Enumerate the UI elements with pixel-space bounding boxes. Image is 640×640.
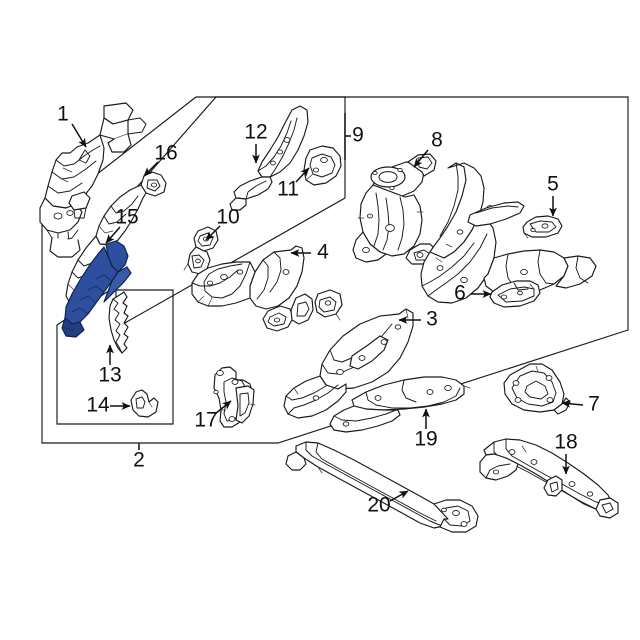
callout-label-1[interactable]: 1 — [57, 103, 69, 126]
callout-label-3[interactable]: 3 — [426, 308, 438, 331]
callout-label-13[interactable]: 13 — [98, 364, 121, 387]
callout-label-9[interactable]: 9 — [352, 124, 364, 147]
leader-11 — [295, 167, 310, 183]
part-12-apron-upper-reinforcement[interactable] — [229, 105, 309, 211]
callout-label-6[interactable]: 6 — [454, 282, 466, 305]
callout-label-5[interactable]: 5 — [547, 173, 559, 196]
part-17-side-mounting-plate[interactable] — [213, 366, 256, 428]
callout-label-19[interactable]: 19 — [414, 428, 437, 451]
part-1-small-clip[interactable] — [68, 191, 91, 219]
callout-label-11[interactable]: 11 — [277, 178, 299, 201]
part-5-small-mounting-bracket[interactable] — [522, 215, 563, 239]
leader-17 — [214, 400, 232, 415]
group-box-2 — [41, 96, 629, 444]
callout-label-7[interactable]: 7 — [588, 393, 600, 416]
part-19-engine-cradle-crossmember[interactable] — [329, 376, 471, 433]
callout-label-16[interactable]: 16 — [154, 142, 177, 165]
part-13-serrated-rail-stiffener[interactable] — [108, 291, 129, 354]
part-14-small-clip-bracket[interactable] — [130, 389, 159, 418]
leader-10 — [205, 225, 221, 241]
part-8-apron-rail-structure[interactable] — [420, 162, 597, 304]
callout-label-4[interactable]: 4 — [317, 241, 329, 264]
part-3-front-side-rail-right[interactable] — [283, 308, 414, 419]
leader-16 — [143, 161, 159, 177]
callout-label-14[interactable]: 14 — [86, 394, 110, 417]
callout-label-12[interactable]: 12 — [244, 121, 267, 144]
callout-label-20[interactable]: 20 — [367, 494, 390, 517]
part-20-lower-tie-bar[interactable] — [285, 441, 479, 533]
callout-label-18[interactable]: 18 — [554, 431, 577, 454]
callout-label-15[interactable]: 15 — [115, 206, 138, 229]
callout-leaders — [71, 113, 584, 502]
callout-numbers: 1 2 3 4 5 6 7 8 9 10 11 12 13 14 15 16 1… — [57, 103, 600, 517]
callout-label-17[interactable]: 17 — [194, 409, 217, 432]
part-18-rear-cross-rail[interactable] — [479, 438, 619, 519]
callout-label-10[interactable]: 10 — [216, 206, 239, 229]
leader-1 — [71, 123, 87, 148]
leader-20 — [389, 490, 409, 502]
leader-8 — [413, 149, 429, 168]
part-4-front-side-rail-inner-panel[interactable] — [191, 245, 305, 310]
part-15-apron-side-reinforcement-highlighted[interactable] — [61, 240, 132, 338]
part-4-bracket-cluster[interactable] — [262, 289, 343, 332]
part-1-front-apron-upper-member[interactable] — [39, 102, 147, 258]
leader-15 — [105, 226, 121, 244]
leader-7 — [561, 399, 584, 408]
part-7-shock-tower-reinforcement-plate[interactable] — [503, 363, 571, 415]
callout-label-8[interactable]: 8 — [431, 129, 443, 152]
callout-label-2[interactable]: 2 — [133, 449, 145, 472]
part-6-lower-mounting-bracket[interactable] — [489, 280, 541, 308]
